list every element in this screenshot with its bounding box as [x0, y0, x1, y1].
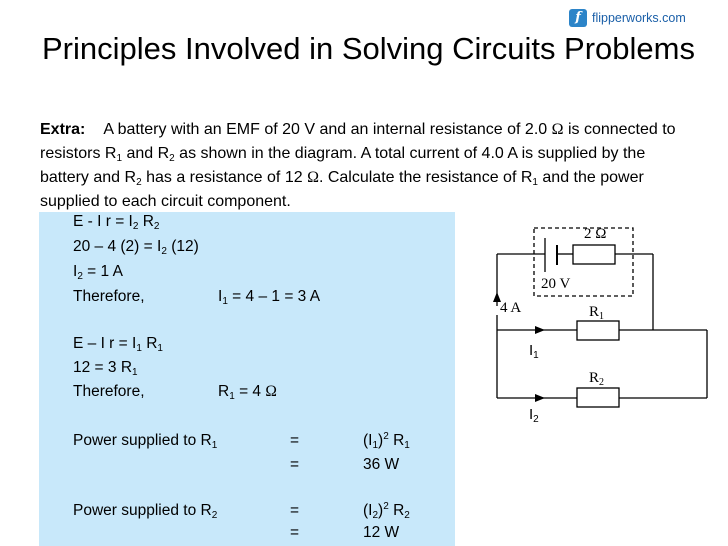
brand: f flipperworks.com [569, 9, 686, 27]
solution-line-4: Therefore,I1 = 4 – 1 = 3 A [73, 288, 321, 307]
i1-label: I1 [529, 342, 539, 361]
subscript: 2 [169, 153, 175, 164]
problem-text-3: and R [122, 145, 170, 162]
power-r2-equals: = [290, 502, 300, 519]
i1-arrow-icon [535, 326, 545, 334]
problem-statement: Extra: A battery with an EMF of 20 V and … [40, 118, 690, 214]
power-r2-label: Power supplied to R2 [73, 502, 218, 521]
internal-resistance-label: 2 Ω [584, 226, 607, 242]
power-r2-equals-2: = [290, 524, 300, 541]
slide-title: Principles Involved in Solving Circuits … [42, 31, 695, 66]
problem-text-5: has a resistance of 12 [141, 169, 308, 186]
problem-text-4: as shown in the diagram. A total current… [40, 145, 646, 186]
ohm-symbol: Ω [307, 169, 319, 186]
subscript: 1 [116, 153, 123, 164]
problem-text-1: A battery with an EMF of 20 V and an int… [103, 121, 552, 138]
solution-line-5: E – I r = I1 R1 [73, 335, 163, 354]
r2-label: R2 [589, 370, 605, 388]
battery-box [533, 227, 634, 297]
subscript: 2 [136, 177, 142, 188]
solution-line-3: I2 = 1 A [73, 263, 123, 282]
r1-resistor [576, 320, 620, 341]
solution-line-6: 12 = 3 R1 [73, 359, 138, 378]
power-r1-value: 36 W [363, 456, 400, 473]
power-r2-value: 12 W [363, 524, 400, 541]
flipperworks-logo-icon: f [569, 9, 587, 27]
problem-text-6: . Calculate the resistance of R [318, 169, 533, 186]
r1-label: R1 [589, 304, 605, 322]
r2-resistor [576, 387, 620, 408]
circuit-wires [493, 227, 708, 408]
power-r1-equals: = [290, 432, 300, 449]
solution-panel [39, 212, 455, 546]
current-arrow-up-icon [493, 292, 501, 302]
power-r1-equals-2: = [290, 456, 300, 473]
power-r2-formula: (I2)2 R2 [363, 501, 410, 521]
problem-text-7: and the power supplied to each circuit c… [40, 169, 644, 210]
internal-resistor [572, 244, 616, 265]
i2-arrow-icon [535, 394, 545, 402]
problem-label: Extra: [40, 121, 86, 138]
i2-label: I2 [529, 406, 539, 425]
brand-text[interactable]: flipperworks.com [592, 11, 686, 25]
solution-line-1: E - I r = I2 R2 [73, 213, 160, 232]
current-label: 4 A [500, 300, 522, 316]
power-r1-formula: (I1)2 R1 [363, 431, 410, 451]
subscript: 1 [532, 177, 538, 188]
ohm-symbol: Ω [551, 121, 564, 138]
problem-text-2: is connected to resistors R [40, 121, 676, 162]
power-r1-label: Power supplied to R1 [73, 432, 218, 451]
circuit-diagram: 2 Ω 20 V 4 A R1 R2 I1 I2 [487, 220, 717, 430]
solution-line-2: 20 – 4 (2) = I2 (12) [73, 238, 199, 257]
emf-label: 20 V [541, 276, 571, 292]
solution-line-7: Therefore,R1 = 4 Ω [73, 383, 277, 402]
